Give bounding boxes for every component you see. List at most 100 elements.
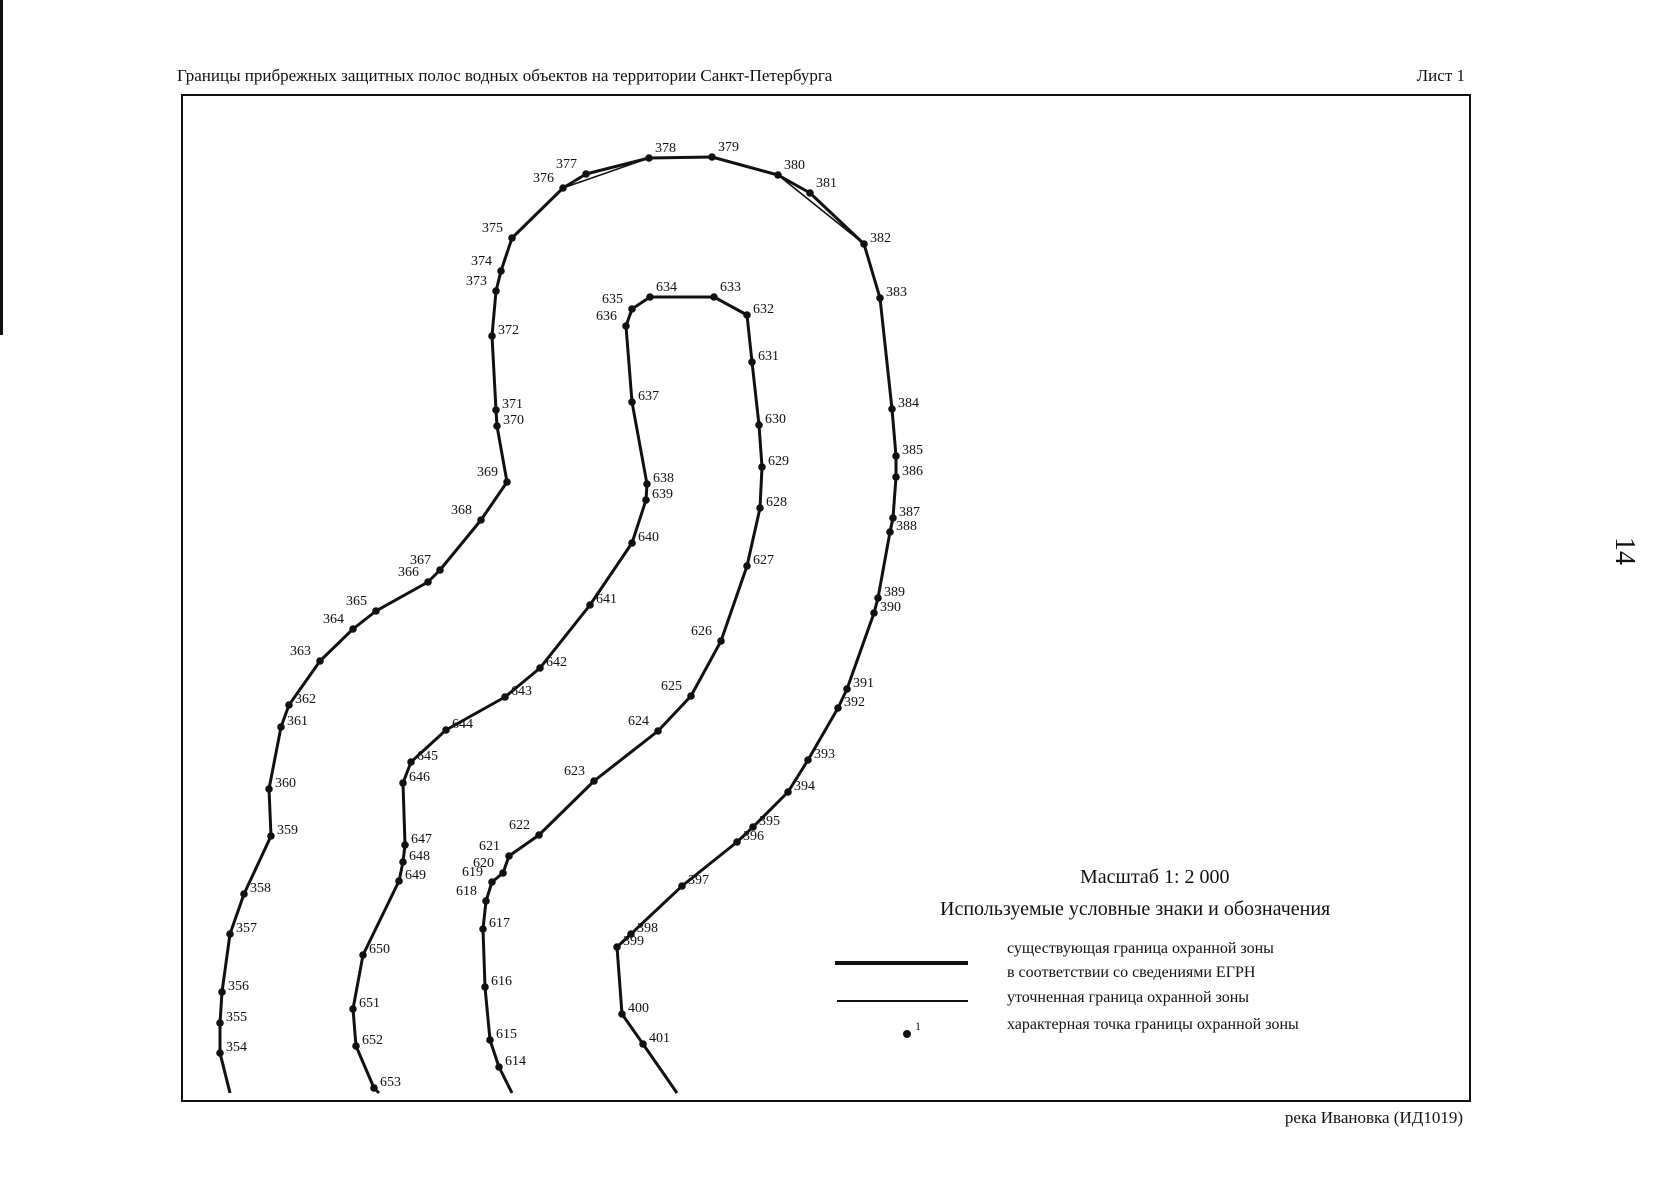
inner-point-627 bbox=[743, 562, 751, 570]
inner-point-621 bbox=[505, 852, 513, 860]
outer-refined-segment bbox=[562, 157, 650, 189]
inner-point-633 bbox=[710, 293, 718, 301]
outer-label-377: 377 bbox=[556, 157, 577, 172]
legend-existing-line-symbol bbox=[835, 961, 968, 965]
outer-label-365: 365 bbox=[346, 594, 367, 609]
outer-point-356 bbox=[218, 988, 226, 996]
inner-label-628: 628 bbox=[766, 495, 787, 510]
legend-point-symbol bbox=[903, 1030, 911, 1038]
inner-point-644 bbox=[442, 726, 450, 734]
outer-label-396: 396 bbox=[743, 829, 764, 844]
outer-point-357 bbox=[226, 930, 234, 938]
inner-label-626: 626 bbox=[691, 624, 712, 639]
inner-label-617: 617 bbox=[489, 916, 510, 931]
inner-label-651: 651 bbox=[359, 996, 380, 1011]
inner-point-642 bbox=[536, 664, 544, 672]
outer-label-394: 394 bbox=[794, 779, 815, 794]
inner-point-617 bbox=[479, 925, 487, 933]
outer-point-387 bbox=[889, 514, 897, 522]
inner-label-648: 648 bbox=[409, 849, 430, 864]
inner-label-638: 638 bbox=[653, 471, 674, 486]
outer-point-363 bbox=[316, 657, 324, 665]
inner-point-648 bbox=[399, 858, 407, 866]
inner-point-641 bbox=[586, 601, 594, 609]
inner-label-616: 616 bbox=[491, 974, 512, 989]
outer-label-393: 393 bbox=[814, 747, 835, 762]
outer-point-360 bbox=[265, 785, 273, 793]
outer-label-371: 371 bbox=[502, 397, 523, 412]
inner-point-629 bbox=[758, 463, 766, 471]
inner-point-625 bbox=[687, 692, 695, 700]
outer-label-390: 390 bbox=[880, 600, 901, 615]
outer-point-366 bbox=[424, 578, 432, 586]
outer-point-381 bbox=[806, 189, 814, 197]
outer-label-392: 392 bbox=[844, 695, 865, 710]
inner-point-632 bbox=[743, 311, 751, 319]
inner-point-619 bbox=[488, 878, 496, 886]
outer-boundary-line bbox=[218, 155, 898, 1094]
inner-point-635 bbox=[628, 305, 636, 313]
inner-label-647: 647 bbox=[411, 832, 432, 847]
outer-point-388 bbox=[886, 528, 894, 536]
inner-point-643 bbox=[501, 693, 509, 701]
outer-label-355: 355 bbox=[226, 1010, 247, 1025]
inner-label-619: 619 bbox=[462, 865, 483, 880]
outer-label-382: 382 bbox=[870, 231, 891, 246]
outer-point-380 bbox=[774, 171, 782, 179]
outer-point-368 bbox=[477, 516, 485, 524]
inner-label-633: 633 bbox=[720, 280, 741, 295]
outer-point-377 bbox=[582, 170, 590, 178]
legend-title: Используемые условные знаки и обозначени… bbox=[940, 898, 1331, 920]
inner-label-649: 649 bbox=[405, 868, 426, 883]
scan-edge-mark bbox=[0, 0, 3, 335]
outer-label-370: 370 bbox=[503, 413, 524, 428]
inner-point-622 bbox=[535, 831, 543, 839]
outer-point-400 bbox=[618, 1010, 626, 1018]
outer-label-387: 387 bbox=[899, 505, 920, 520]
outer-label-400: 400 bbox=[628, 1001, 649, 1016]
outer-point-362 bbox=[285, 701, 293, 709]
inner-label-652: 652 bbox=[362, 1033, 383, 1048]
inner-point-645 bbox=[407, 758, 415, 766]
sheet-number: Лист 1 bbox=[1416, 66, 1465, 85]
outer-point-379 bbox=[708, 153, 716, 161]
inner-point-650 bbox=[359, 951, 367, 959]
outer-label-389: 389 bbox=[884, 585, 905, 600]
inner-point-631 bbox=[748, 358, 756, 366]
page-mark: 14 bbox=[1609, 537, 1640, 565]
legend-point-text: характерная точка границы охранной зоны bbox=[1007, 1016, 1299, 1033]
outer-label-398: 398 bbox=[637, 921, 658, 936]
outer-point-398 bbox=[627, 930, 635, 938]
outer-point-384 bbox=[888, 405, 896, 413]
inner-label-614: 614 bbox=[505, 1054, 526, 1069]
inner-label-645: 645 bbox=[417, 749, 438, 764]
inner-label-620: 620 bbox=[473, 856, 494, 871]
outer-refined-segment bbox=[777, 174, 865, 245]
outer-point-364 bbox=[349, 625, 357, 633]
inner-point-652 bbox=[352, 1042, 360, 1050]
outer-point-361 bbox=[277, 723, 285, 731]
outer-point-383 bbox=[876, 294, 884, 302]
outer-label-391: 391 bbox=[853, 676, 874, 691]
outer-point-395 bbox=[749, 823, 757, 831]
legend-existing-text-1: существующая граница охранной зоны bbox=[1007, 940, 1274, 957]
outer-point-391 bbox=[843, 685, 851, 693]
outer-label-381: 381 bbox=[816, 176, 837, 191]
inner-label-636: 636 bbox=[596, 309, 617, 324]
sheet-title: Границы прибрежных защитных полос водных… bbox=[177, 66, 833, 85]
outer-label-379: 379 bbox=[718, 140, 739, 155]
inner-label-639: 639 bbox=[652, 487, 673, 502]
inner-point-624 bbox=[654, 727, 662, 735]
inner-label-622: 622 bbox=[509, 818, 530, 833]
inner-label-615: 615 bbox=[496, 1027, 517, 1042]
inner-point-649 bbox=[395, 877, 403, 885]
outer-point-399 bbox=[613, 943, 621, 951]
outer-label-375: 375 bbox=[482, 221, 503, 236]
outer-point-367 bbox=[436, 566, 444, 574]
inner-label-625: 625 bbox=[661, 679, 682, 694]
inner-point-615 bbox=[486, 1036, 494, 1044]
outer-point-359 bbox=[267, 832, 275, 840]
outer-label-385: 385 bbox=[902, 443, 923, 458]
outer-point-386 bbox=[892, 473, 900, 481]
outer-point-375 bbox=[508, 234, 516, 242]
